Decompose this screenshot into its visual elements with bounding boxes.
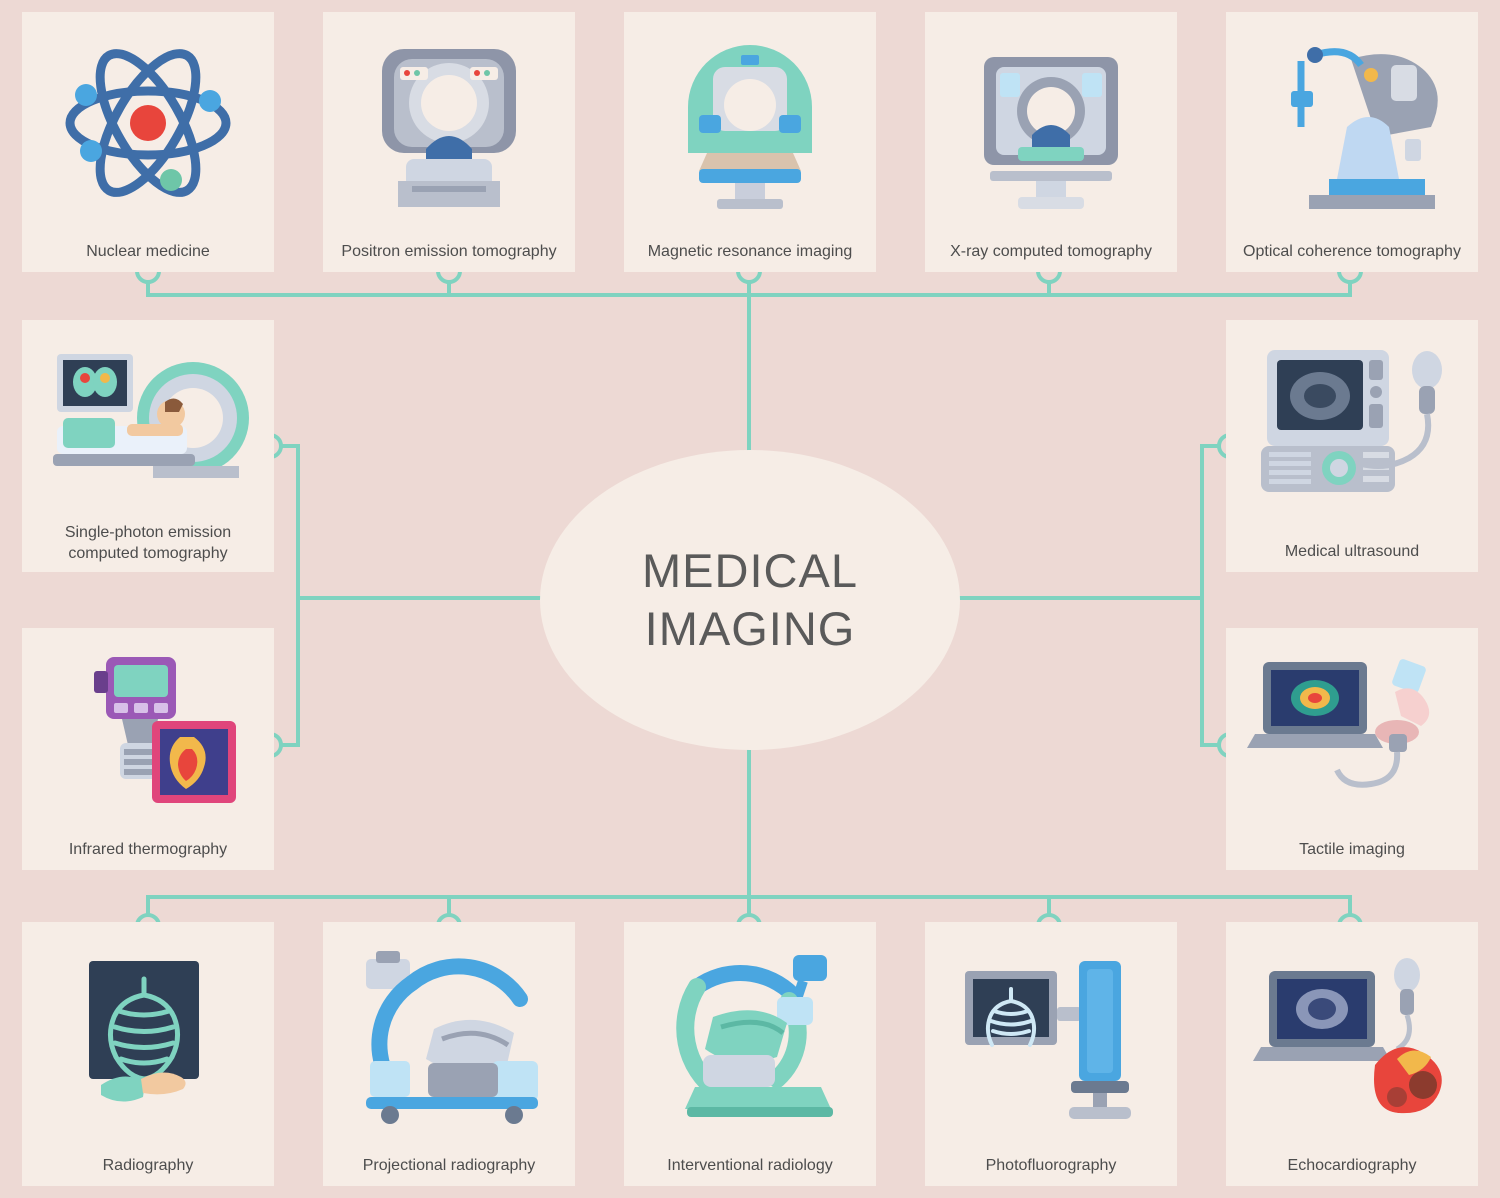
atom-icon <box>22 12 274 234</box>
ct-scanner-icon <box>925 12 1177 234</box>
card-label: X-ray computed tomography <box>950 243 1152 260</box>
card-label: Radiography <box>102 1157 194 1174</box>
card-projectional-radiography[interactable]: Projectional radiography <box>323 922 575 1186</box>
card-label: Medical ultrasound <box>1284 543 1420 560</box>
spect-scanner-icon <box>22 320 274 534</box>
center-node: MEDICAL IMAGING <box>540 450 960 750</box>
oct-device-icon <box>1226 12 1478 234</box>
card-label: Projectional radiography <box>362 1157 536 1174</box>
card-label: Interventional radiology <box>667 1157 833 1174</box>
card-radiography[interactable]: Radiography <box>22 922 274 1186</box>
card-tactile-imaging[interactable]: Tactile imaging <box>1226 628 1478 870</box>
ultrasound-machine-icon <box>1226 320 1478 534</box>
card-label: Optical coherence tomography <box>1243 243 1461 260</box>
card-label-line2: computed tomography <box>68 545 228 562</box>
card-magnetic-resonance-imaging[interactable]: Magnetic resonance imaging <box>624 12 876 272</box>
card-nuclear-medicine[interactable]: Nuclear medicine <box>22 12 274 272</box>
card-label: Infrared thermography <box>68 841 228 858</box>
card-label: Magnetic resonance imaging <box>647 243 853 260</box>
card-spect[interactable]: Single-photon emission computed tomograp… <box>22 320 274 572</box>
card-positron-emission-tomography[interactable]: Positron emission tomography <box>323 12 575 272</box>
card-label-line1: Single-photon emission <box>64 524 232 541</box>
card-label: Single-photon emission computed tomograp… <box>22 522 274 572</box>
tactile-imaging-icon <box>1226 628 1478 832</box>
mri-scanner-icon <box>624 12 876 234</box>
card-label: Nuclear medicine <box>86 243 210 260</box>
card-echocardiography[interactable]: Echocardiography <box>1226 922 1478 1186</box>
card-label: Positron emission tomography <box>341 243 557 260</box>
card-interventional-radiology[interactable]: Interventional radiology <box>624 922 876 1186</box>
card-medical-ultrasound[interactable]: Medical ultrasound <box>1226 320 1478 572</box>
pet-scanner-icon <box>323 12 575 234</box>
center-title-line1: MEDICAL <box>642 544 858 597</box>
thermal-camera-icon <box>22 628 274 832</box>
center-title-line2: IMAGING <box>644 602 856 655</box>
card-label: Echocardiography <box>1287 1157 1417 1174</box>
echocardiograph-icon <box>1226 922 1478 1148</box>
c-arm-blue-icon <box>323 922 575 1148</box>
c-arm-green-icon <box>624 922 876 1148</box>
fluorography-stand-icon <box>925 922 1177 1148</box>
card-label: Tactile imaging <box>1299 841 1405 858</box>
card-infrared-thermography[interactable]: Infrared thermography <box>22 628 274 870</box>
card-label: Photofluorography <box>985 1157 1117 1174</box>
card-optical-coherence-tomography[interactable]: Optical coherence tomography <box>1226 12 1478 272</box>
card-xray-computed-tomography[interactable]: X-ray computed tomography <box>925 12 1177 272</box>
card-photofluorography[interactable]: Photofluorography <box>925 922 1177 1186</box>
chest-xray-film-icon <box>22 922 274 1148</box>
